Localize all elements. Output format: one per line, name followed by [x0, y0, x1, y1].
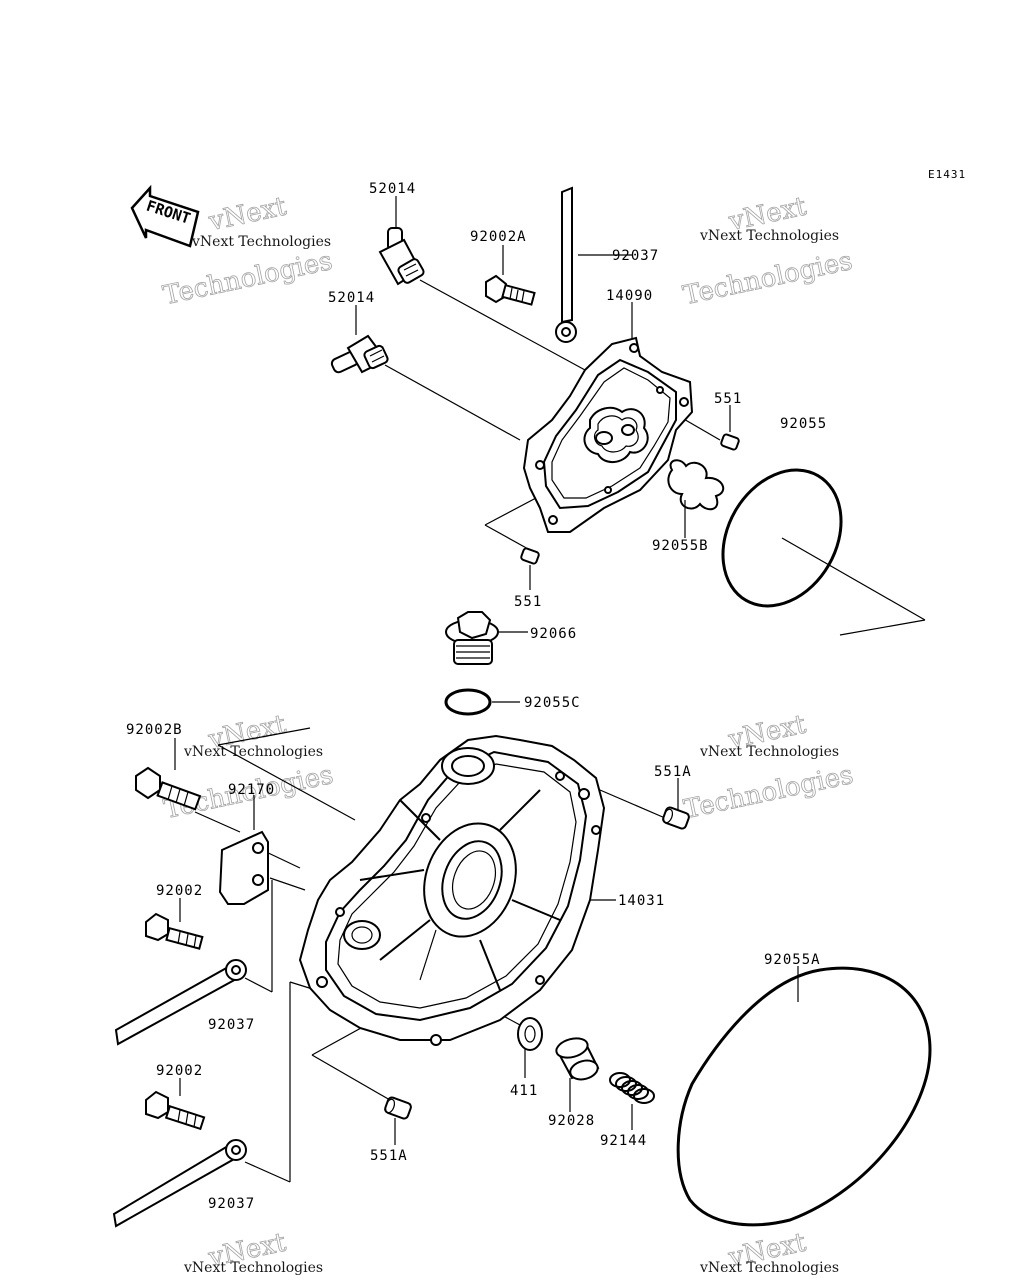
svg-text:vNext Technologies: vNext Technologies: [183, 1260, 323, 1276]
label-92002-b: 92002: [156, 1063, 203, 1079]
part-92002A-bolt: [485, 274, 536, 306]
part-551A-right-dowel: [662, 806, 690, 830]
part-92002B-bolt: [135, 766, 202, 811]
part-92037-top-strap: [555, 186, 577, 343]
front-arrow-icon: FRONT: [130, 184, 200, 248]
svg-text:vNext Technologies: vNext Technologies: [699, 744, 839, 760]
label-92055A: 92055A: [764, 952, 821, 968]
part-92055A-gasket: [676, 966, 932, 1227]
label-92002A: 92002A: [470, 229, 527, 245]
part-92144-spring: [609, 1072, 655, 1104]
part-92028-bushing: [555, 1037, 600, 1081]
label-92066: 92066: [530, 626, 577, 642]
part-92037-bottom-strap: [112, 1139, 247, 1228]
leader-lines-bottom: [174, 727, 799, 1183]
part-92170-bracket: [218, 830, 269, 905]
part-52014-mid: [330, 334, 389, 374]
label-551A-right: 551A: [654, 764, 692, 780]
diagram-code: E1431: [928, 168, 966, 181]
watermark-bottom-right: vNext vNext Technologies: [699, 1227, 839, 1276]
label-52014-top: 52014: [369, 181, 416, 197]
label-411: 411: [510, 1083, 538, 1099]
label-551-bottom: 551: [514, 594, 542, 610]
part-52014-top: [378, 227, 425, 286]
svg-text:vNext Technologies: vNext Technologies: [183, 744, 323, 760]
label-92028: 92028: [548, 1113, 595, 1129]
watermark-mid-right: vNext vNext Technologies Technologies: [681, 709, 856, 825]
label-92037-mid: 92037: [208, 1017, 255, 1033]
part-551A-bottom-dowel: [384, 1096, 412, 1120]
label-92037-top: 92037: [612, 248, 659, 264]
svg-text:Technologies: Technologies: [681, 246, 856, 311]
label-551-right: 551: [714, 391, 742, 407]
svg-text:vNext Technologies: vNext Technologies: [191, 234, 331, 250]
svg-text:Technologies: Technologies: [161, 246, 336, 311]
watermark-bottom-left: vNext vNext Technologies: [183, 1227, 323, 1276]
part-551-bottom-dowel: [520, 547, 540, 565]
part-92055-oring: [721, 468, 843, 608]
part-labels: 52014 52014 92002A 92037 14090 551 92055…: [126, 181, 827, 1212]
label-92144: 92144: [600, 1133, 647, 1149]
part-92002-bolt-b: [145, 1090, 206, 1131]
svg-text:Technologies: Technologies: [681, 760, 856, 825]
label-14090: 14090: [606, 288, 653, 304]
part-411-washer: [517, 1017, 543, 1051]
label-52014-mid: 52014: [328, 290, 375, 306]
part-92066-plug: [445, 611, 528, 665]
label-92055: 92055: [780, 416, 827, 432]
part-92037-mid-strap: [114, 959, 247, 1046]
label-92055B: 92055B: [652, 538, 709, 554]
svg-text:vNext Technologies: vNext Technologies: [699, 1260, 839, 1276]
part-551-right-dowel: [720, 433, 740, 451]
part-14031-case: [298, 734, 606, 1046]
part-92002-bolt-a: [145, 912, 204, 950]
part-92055B-oring: [667, 459, 725, 511]
label-92002-a: 92002: [156, 883, 203, 899]
part-14090-cover: [522, 336, 694, 533]
part-92055C-oring: [444, 688, 520, 716]
label-92055C: 92055C: [524, 695, 581, 711]
label-92170: 92170: [228, 782, 275, 798]
label-92002B: 92002B: [126, 722, 183, 738]
leader-lines-top: [355, 196, 926, 636]
watermark-mid-left: vNext vNext Technologies Technologies: [161, 709, 336, 825]
svg-text:vNext: vNext: [206, 191, 290, 237]
label-551A-bottom: 551A: [370, 1148, 408, 1164]
svg-text:vNext Technologies: vNext Technologies: [699, 228, 839, 244]
label-92037-bottom: 92037: [208, 1196, 255, 1212]
watermark-top-right: vNext vNext Technologies Technologies: [680, 191, 856, 312]
label-14031: 14031: [618, 893, 665, 909]
